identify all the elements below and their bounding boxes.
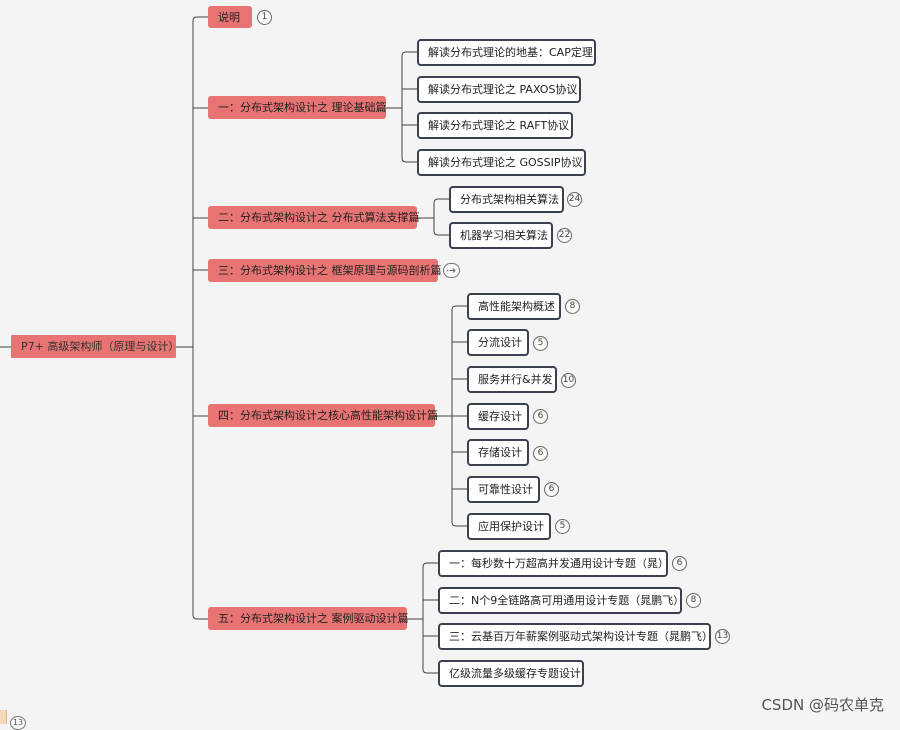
leaf-label: 解读分布式理论的地基：CAP定理 xyxy=(428,46,593,59)
leaf-label: 可靠性设计 xyxy=(478,483,533,496)
leaf-node[interactable]: 机器学习相关算法 xyxy=(449,222,553,249)
leaf-node[interactable]: 解读分布式理论的地基：CAP定理 xyxy=(417,39,596,66)
count-badge[interactable]: 13 xyxy=(715,629,730,644)
connector-line xyxy=(401,157,417,163)
branch-label: 二：分布式架构设计之 分布式算法支撑篇 xyxy=(218,211,420,224)
count-badge[interactable]: 13 xyxy=(10,716,26,730)
leaf-label: 三：云基百万年薪案例驱动式架构设计专题（晁鹏飞） xyxy=(449,630,713,643)
count-badge[interactable]: 6 xyxy=(672,556,687,571)
connector-line xyxy=(401,51,417,57)
count-badge[interactable]: 8 xyxy=(565,299,580,314)
leaf-node[interactable]: 分布式架构相关算法 xyxy=(449,186,564,213)
watermark: CSDN @码农单克 xyxy=(761,696,884,714)
connector-line xyxy=(433,230,449,236)
leaf-label: 解读分布式理论之 RAFT协议 xyxy=(428,119,570,132)
leaf-label: 解读分布式理论之 GOSSIP协议 xyxy=(428,156,583,169)
leaf-label: 亿级流量多级缓存专题设计 xyxy=(449,667,581,680)
leaf-label: 解读分布式理论之 PAXOS协议 xyxy=(428,83,578,96)
leaf-label: 一：每秒数十万超高并发通用设计专题（晁） xyxy=(449,557,669,570)
connector-line xyxy=(451,305,467,311)
count-badge[interactable]: 8 xyxy=(686,593,701,608)
leaf-label: 机器学习相关算法 xyxy=(460,229,548,242)
branch-node[interactable]: 二：分布式架构设计之 分布式算法支撑篇 xyxy=(208,206,420,229)
expand-arrow-icon xyxy=(446,268,456,273)
connector-line xyxy=(422,668,438,674)
count-badge[interactable]: 5 xyxy=(555,519,570,534)
branch-label: 说明 xyxy=(218,10,240,24)
connector-line xyxy=(192,16,208,22)
leaf-label: 高性能架构概述 xyxy=(478,300,555,313)
branch-node[interactable]: 一：分布式架构设计之 理论基础篇 xyxy=(208,96,387,119)
count-badge[interactable]: 10 xyxy=(561,373,576,388)
leaf-node[interactable]: 二：N个9全链路高可用通用设计专题（晁鹏飞） xyxy=(438,587,685,614)
count-badge[interactable]: 22 xyxy=(557,228,572,243)
leaf-node[interactable]: 高性能架构概述 xyxy=(467,293,561,320)
count-badge[interactable]: 1 xyxy=(257,10,272,25)
connector-line xyxy=(422,562,438,568)
leaf-node[interactable]: 解读分布式理论之 GOSSIP协议 xyxy=(417,149,586,176)
count-badge[interactable]: 6 xyxy=(533,446,548,461)
branch-label: 四：分布式架构设计之核心高性能架构设计篇 xyxy=(218,409,438,422)
connector-line xyxy=(192,614,208,620)
leaf-node[interactable]: 亿级流量多级缓存专题设计 xyxy=(438,660,584,687)
leaf-node[interactable]: 解读分布式理论之 PAXOS协议 xyxy=(417,76,581,103)
leaf-label: 应用保护设计 xyxy=(478,520,544,533)
leaf-label: 分布式架构相关算法 xyxy=(460,193,559,206)
root-node[interactable]: P7+ 高级架构师（原理与设计） xyxy=(11,335,180,358)
leaf-node[interactable]: 分流设计 xyxy=(467,329,529,356)
branch-label: 五：分布式架构设计之 案例驱动设计篇 xyxy=(218,612,409,625)
leaf-label: 存储设计 xyxy=(478,446,522,459)
branch-node[interactable]: 四：分布式架构设计之核心高性能架构设计篇 xyxy=(208,404,438,427)
root-label: P7+ 高级架构师（原理与设计） xyxy=(21,340,180,353)
count-badge[interactable]: 24 xyxy=(567,192,582,207)
branch-node[interactable]: 五：分布式架构设计之 案例驱动设计篇 xyxy=(208,607,409,630)
leaf-node[interactable]: 缓存设计 xyxy=(467,403,529,430)
count-badge[interactable]: 6 xyxy=(544,482,559,497)
connector-line xyxy=(433,198,449,204)
branch-label: 一：分布式架构设计之 理论基础篇 xyxy=(218,101,387,114)
leaf-node[interactable]: 三：云基百万年薪案例驱动式架构设计专题（晁鹏飞） xyxy=(438,623,713,650)
branch-label: 三：分布式架构设计之 框架原理与源码剖析篇 xyxy=(218,264,442,277)
branch-node[interactable]: 说明 xyxy=(208,6,252,28)
leaf-label: 二：N个9全链路高可用通用设计专题（晁鹏飞） xyxy=(449,594,685,607)
branch-node[interactable]: 三：分布式架构设计之 框架原理与源码剖析篇 xyxy=(208,259,442,282)
leaf-node[interactable]: 服务并行&并发 xyxy=(467,366,557,393)
leaf-node[interactable]: 存储设计 xyxy=(467,439,529,466)
leaf-node[interactable]: 应用保护设计 xyxy=(467,513,551,540)
expand-icon[interactable] xyxy=(443,263,460,278)
count-badge[interactable]: 6 xyxy=(533,409,548,424)
connector-line xyxy=(451,521,467,527)
leaf-node[interactable]: 解读分布式理论之 RAFT协议 xyxy=(417,112,573,139)
corner-tab xyxy=(0,710,7,724)
leaf-node[interactable]: 可靠性设计 xyxy=(467,476,540,503)
leaf-label: 分流设计 xyxy=(478,336,522,349)
leaf-node[interactable]: 一：每秒数十万超高并发通用设计专题（晁） xyxy=(438,550,669,577)
leaf-label: 缓存设计 xyxy=(478,410,522,423)
leaf-label: 服务并行&并发 xyxy=(478,373,553,386)
count-badge[interactable]: 5 xyxy=(533,336,548,351)
